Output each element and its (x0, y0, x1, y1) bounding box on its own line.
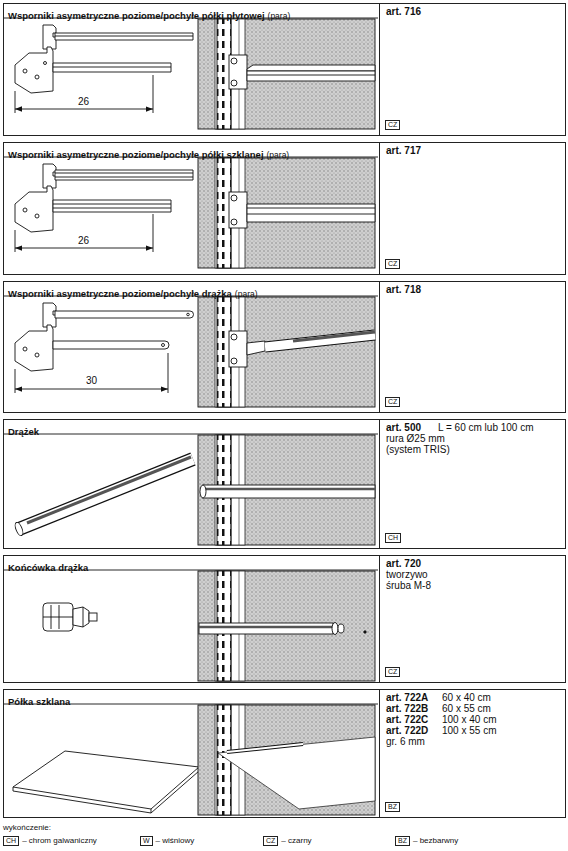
panel-note: (para) (267, 150, 290, 160)
panel-title: Wsporniki asymetryczne poziome/pochyłe p… (8, 149, 264, 160)
article-number: art. 716 (386, 6, 421, 17)
legend-text: – wiśniowy (156, 835, 195, 846)
panel-note: (para) (268, 11, 291, 21)
article-number: art. 717 (386, 145, 421, 156)
dimension: 26 (76, 96, 91, 107)
catalog-panel: Półka szklanaart. 722A60 x 40 cmart. 722… (3, 689, 566, 818)
finish-code: CZ (263, 836, 278, 846)
article-cell: art. 500 L = 60 cm lub 100 cmrura Ø25 mm(… (379, 420, 565, 548)
panel-header: Wsporniki asymetryczne poziome/pochyłe d… (8, 283, 258, 301)
panel-title: Wsporniki asymetryczne poziome/pochyłe p… (8, 10, 265, 21)
finish-code: W (140, 836, 153, 846)
panel-header: Drążek (8, 421, 39, 439)
article-number: art. 720 (386, 558, 421, 569)
article-number: art. 722D (386, 725, 428, 736)
article-spec: śruba M-8 (386, 580, 431, 591)
article-number: art. 722B (386, 703, 428, 714)
catalog-panel: Wsporniki asymetryczne poziome/pochyłe p… (3, 3, 566, 136)
article-spec: gr. 6 mm (386, 736, 425, 747)
article-spec: (system TRIS) (386, 444, 450, 455)
finish-code: BZ (395, 836, 410, 846)
article-number: art. 722A (386, 692, 428, 703)
article-number: art. 500 (386, 422, 421, 433)
panel-title: Końcówka drążka (8, 562, 88, 573)
finish-code: CH (385, 533, 401, 543)
legend-heading: wykończenie: (3, 822, 51, 833)
finish-code: CZ (385, 397, 400, 407)
article-spec: rura Ø25 mm (386, 433, 445, 444)
article-number: art. 722C (386, 714, 428, 725)
finish-code-text: CZ (388, 398, 397, 405)
finish-code-text: CZ (266, 837, 275, 844)
article-spec: 60 x 55 cm (442, 703, 491, 714)
finish-code: CZ (385, 667, 400, 677)
finish-code-text: CZ (388, 668, 397, 675)
finish-code-text: CZ (388, 121, 397, 128)
finish-code-text: CZ (388, 260, 397, 267)
catalog-panel: Wsporniki asymetryczne poziome/pochyłe d… (3, 281, 566, 413)
catalog-panel: Wsporniki asymetryczne poziome/pochyłe p… (3, 142, 566, 275)
catalog-panel: Drążek art. 500 L = 60 cm lub 100 cmrura Ø… (3, 419, 566, 549)
finish-code: CZ (385, 259, 400, 269)
article-cell: art. 722A 60 x 40 cm art. 722B 60 x 55 cm ar… (379, 690, 565, 817)
finish-code-text: BZ (388, 803, 397, 810)
legend-text: – czarny (281, 835, 311, 846)
finish-code-text: BZ (398, 837, 407, 844)
finish-code-text: W (143, 837, 150, 844)
article-number: art. 718 (386, 284, 421, 295)
article-cell: art. 718CZ (379, 282, 565, 412)
article-cell: art. 716CZ (379, 4, 565, 135)
article-spec: L = 60 cm lub 100 cm (438, 422, 534, 433)
legend-text: – bezbarwny (413, 835, 458, 846)
panel-header: Końcówka drążka (8, 557, 88, 575)
panel-header: Półka szklana (8, 691, 70, 709)
finish-code: CH (3, 836, 19, 846)
panel-header: Wsporniki asymetryczne poziome/pochyłe p… (8, 5, 290, 23)
finish-code: CZ (385, 120, 400, 130)
dimension: 26 (76, 235, 91, 246)
panel-title: Półka szklana (8, 696, 70, 707)
finish-code-text: CH (388, 534, 398, 541)
dimension: 30 (84, 375, 99, 386)
article-spec: 100 x 55 cm (442, 725, 496, 736)
article-spec: 60 x 40 cm (442, 692, 491, 703)
article-spec: tworzywo (386, 569, 428, 580)
panel-title: Drążek (8, 426, 39, 437)
finish-code-text: CH (6, 837, 16, 844)
panel-note: (para) (235, 289, 258, 299)
catalog-panel: Końcówka drążka art. 720tworzywośruba M-8… (3, 555, 566, 683)
panel-header: Wsporniki asymetryczne poziome/pochyłe p… (8, 144, 289, 162)
panel-title: Wsporniki asymetryczne poziome/pochyłe d… (8, 288, 232, 299)
article-cell: art. 720tworzywośruba M-8CZ (379, 556, 565, 682)
article-spec: 100 x 40 cm (442, 714, 496, 725)
finish-code: BZ (385, 802, 400, 812)
article-cell: art. 717CZ (379, 143, 565, 274)
legend-text: – chrom galwaniczny (22, 835, 97, 846)
